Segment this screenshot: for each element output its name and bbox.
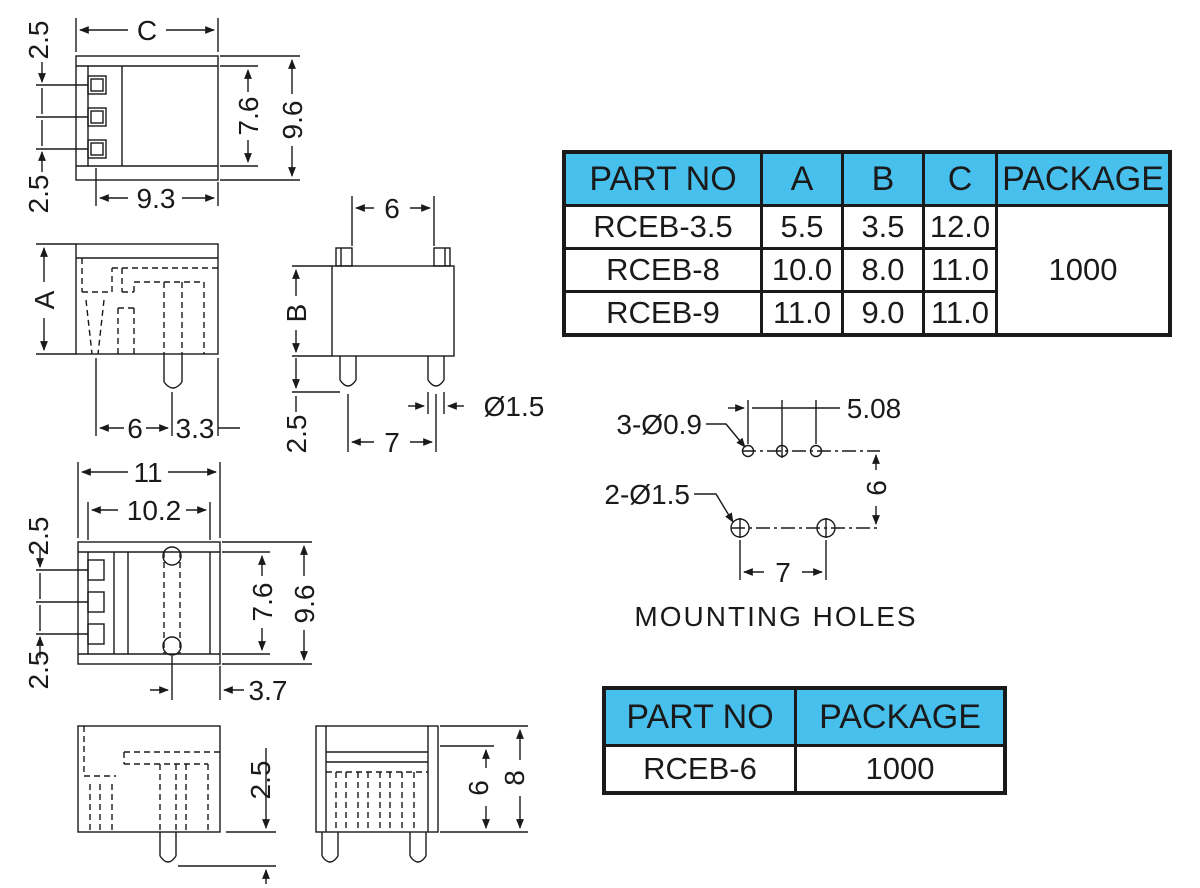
dim-3-7-label: 3.7 xyxy=(249,675,288,706)
mounting-small-holes-label: 3-Ø0.9 xyxy=(616,409,702,440)
top-view-6-body xyxy=(77,541,221,665)
cell-c: 12.0 xyxy=(922,204,998,250)
dim-6-9-6-label: 9.6 xyxy=(289,585,320,624)
cell-b: 9.0 xyxy=(841,290,925,337)
front-view-6-body xyxy=(315,725,439,863)
header-c: C xyxy=(922,150,998,207)
dim-b-label: B xyxy=(281,304,312,323)
mounting-large-holes-label: 2-Ø1.5 xyxy=(604,479,690,510)
table-row: RCEB-9 11.0 9.0 11.0 xyxy=(562,290,1170,337)
dim-10-2-label: 10.2 xyxy=(127,495,182,526)
dim-6-label: 6 xyxy=(127,413,143,444)
mounting-spacing-h-label: 7 xyxy=(775,557,791,588)
mounting-pitch-label: 5.08 xyxy=(847,393,902,424)
dim-7-6-label: 7.6 xyxy=(233,97,264,136)
front-view-body xyxy=(331,247,455,387)
cell-part-no: RCEB-9 xyxy=(562,290,763,337)
dim-upper-offset-label: 2.5 xyxy=(23,21,54,60)
cell-package: 1000 xyxy=(794,744,1007,795)
mounting-hole-pattern xyxy=(730,444,880,538)
header-part-no: PART NO xyxy=(562,150,763,207)
dim-a-label: A xyxy=(29,290,60,309)
cell-a: 10.0 xyxy=(760,247,844,293)
cell-part-no: RCEB-6 xyxy=(602,744,797,795)
cell-b: 3.5 xyxy=(841,204,925,250)
table-row: RCEB-8 10.0 8.0 11.0 xyxy=(562,247,1170,293)
header-package: PACKAGE xyxy=(794,686,1007,747)
dim-11-label: 11 xyxy=(133,457,162,488)
table-row: RCEB-6 1000 xyxy=(602,744,1007,795)
dim-front-2-5-label: 2.5 xyxy=(281,415,312,454)
dim-6-front-6-label: 6 xyxy=(463,780,494,796)
header-a: A xyxy=(760,150,844,207)
dim-9-6-label: 9.6 xyxy=(277,101,308,140)
spec-table-rceb: PART NO A B C PACKAGE RCEB-3.5 5.5 3.5 1… xyxy=(562,150,1172,337)
cell-c: 11.0 xyxy=(922,247,998,293)
side-view-body xyxy=(75,243,219,389)
table-row: RCEB-3.5 5.5 3.5 12.0 1000 xyxy=(562,204,1172,337)
cell-b: 8.0 xyxy=(841,247,925,293)
dim-c-label: C xyxy=(137,15,157,46)
dim-front-7-label: 7 xyxy=(384,427,400,458)
dim-9-3-label: 9.3 xyxy=(137,183,176,214)
cell-package: 1000 xyxy=(995,204,1172,337)
cell-c: 11.0 xyxy=(922,290,998,337)
dim-6-upper-offset-label: 2.5 xyxy=(23,517,54,556)
header-package: PACKAGE xyxy=(995,150,1172,207)
dim-6-lower-offset-label: 2.5 xyxy=(23,651,54,690)
dim-3-3-label: 3.3 xyxy=(176,413,215,444)
cell-a: 5.5 xyxy=(760,204,844,250)
mounting-spacing-v-label: 6 xyxy=(861,480,892,496)
dim-front-6-label: 6 xyxy=(384,193,400,224)
cell-a: 11.0 xyxy=(760,290,844,337)
dim-pin-label: Ø1.5 xyxy=(484,391,545,422)
dim-lower-offset-label: 2.5 xyxy=(23,175,54,214)
spec-table-rceb-6: PART NO PACKAGE RCEB-6 1000 xyxy=(602,686,1007,795)
cell-part-no: RCEB-3.5 xyxy=(562,204,763,250)
dim-6-front-8-label: 8 xyxy=(499,770,530,786)
dim-6-7-6-label: 7.6 xyxy=(247,583,278,622)
table-header-row: PART NO PACKAGE xyxy=(602,686,1007,747)
top-view-body xyxy=(75,55,219,181)
header-b: B xyxy=(841,150,925,207)
cell-part-no: RCEB-8 xyxy=(562,247,763,293)
table-header-row: PART NO A B C PACKAGE xyxy=(562,150,1172,207)
mounting-title: MOUNTING HOLES xyxy=(634,601,917,632)
header-part-no: PART NO xyxy=(602,686,797,747)
side-view-6-body xyxy=(77,725,221,863)
dim-6-side-2-5-label: 2.5 xyxy=(245,761,276,800)
